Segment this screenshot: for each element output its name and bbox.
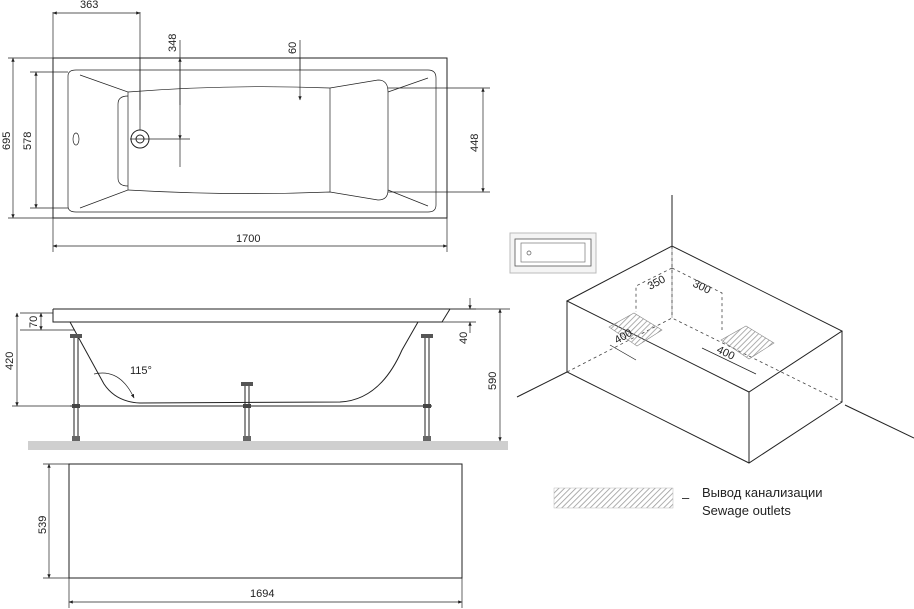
tub-outline: [52, 57, 448, 219]
dim-1700: 1700: [236, 233, 260, 245]
side-view: 115° 70 420 40 590: [4, 298, 510, 450]
legend-dash: –: [682, 490, 690, 505]
sewage-outlet-2: [720, 325, 775, 360]
front-panel: [68, 463, 463, 579]
angle-arc: [93, 372, 135, 399]
sewage-outlet-1: [608, 312, 663, 347]
front-panel-view: 539 1694: [37, 463, 463, 608]
legend: – Вывод канализации Sewage outlets: [553, 485, 823, 518]
dim-420: 420: [4, 352, 16, 370]
isometric-view: 350 300 400 400: [516, 195, 914, 464]
dim-70: 70: [28, 316, 40, 328]
dim-350: 350: [646, 273, 668, 292]
legend-label-en: Sewage outlets: [702, 503, 791, 518]
support-legs: [70, 334, 433, 441]
tub-profile: [69, 321, 419, 404]
top-view: 363 348 60 695 578 448 1700: [1, 0, 490, 252]
legend-label-ru: Вывод канализации: [702, 485, 823, 500]
dim-695: 695: [1, 132, 13, 150]
dim-angle: 115°: [130, 365, 152, 377]
floor: [28, 441, 508, 450]
dim-60: 60: [287, 42, 299, 54]
dim-448: 448: [469, 134, 481, 152]
dim-590: 590: [487, 372, 499, 390]
overflow-hole: [72, 132, 80, 146]
dim-300: 300: [691, 278, 713, 297]
dim-578: 578: [22, 132, 34, 150]
tub-basin: [79, 74, 129, 209]
dim-348: 348: [167, 34, 179, 52]
dim-1694: 1694: [250, 588, 274, 600]
legend-swatch: [553, 487, 674, 509]
dim-363: 363: [80, 0, 98, 11]
tub-rim: [67, 69, 437, 213]
iso-box: [565, 245, 844, 393]
dim-40: 40: [458, 332, 470, 344]
dim-539: 539: [37, 516, 49, 534]
bathtub-thumbnail: [509, 232, 597, 274]
